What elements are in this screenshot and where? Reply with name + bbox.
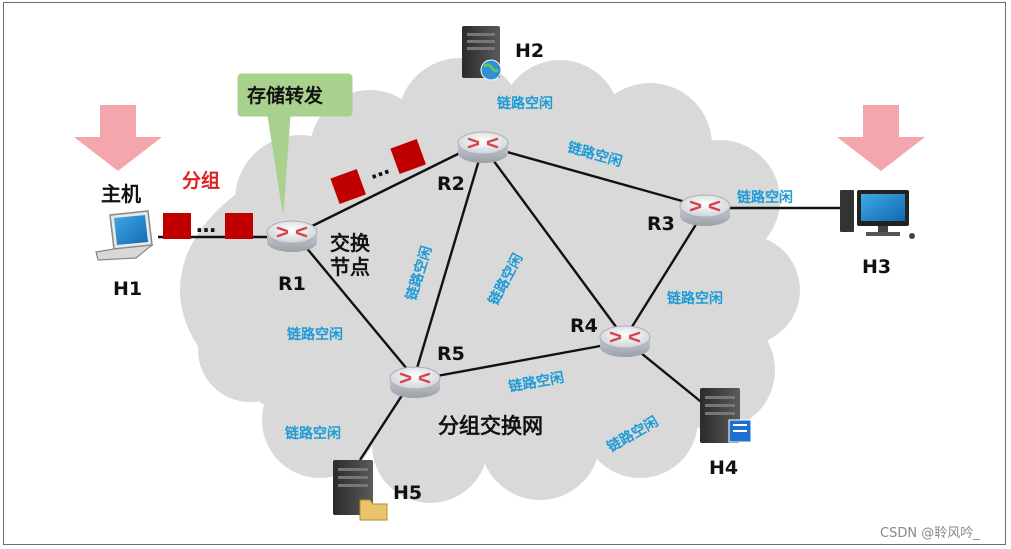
arrow-down-icon: [837, 105, 925, 171]
arrow-down-icon: [74, 105, 162, 171]
node-label-h5: H5: [393, 482, 422, 504]
link-r1-r5: [299, 239, 413, 376]
node-label-r1: R1: [278, 273, 306, 295]
link-r3-r4: [623, 209, 707, 339]
link-r1-r2: [299, 146, 471, 234]
web-server-icon: [462, 26, 502, 81]
diagram-border: [3, 2, 1006, 545]
store-forward-callout: [237, 73, 353, 213]
node-label-h3: H3: [862, 256, 891, 278]
link-idle-label: 链路空闲: [497, 95, 553, 112]
laptop-icon: [95, 210, 154, 261]
network-cloud: [180, 58, 800, 503]
link-idle-label: 链路空闲: [287, 326, 343, 343]
packet-label: 分组: [182, 169, 220, 192]
packet-icon: [330, 168, 366, 204]
packet-icon: [225, 213, 253, 239]
node-label-h2: H2: [515, 40, 544, 62]
router-r2-icon: [457, 131, 509, 163]
packet-icon: [390, 138, 426, 174]
file-server-icon: [700, 388, 752, 443]
link-idle-label: 链路空闲: [667, 290, 723, 307]
switch-node-label-2: 节点: [330, 255, 370, 279]
link-idle-label: 链路空闲: [285, 425, 341, 442]
router-r4-icon: [599, 325, 651, 357]
link-r2-r5: [413, 149, 484, 376]
router-r1-icon: [266, 220, 318, 252]
packets-h1: [163, 213, 253, 239]
desktop-computer-icon: [840, 190, 915, 239]
node-label-r5: R5: [437, 343, 465, 365]
packets-r2: [330, 138, 426, 204]
node-label-h1: H1: [113, 278, 142, 300]
link-r2-r3: [481, 143, 701, 208]
network-label: 分组交换网: [438, 414, 543, 438]
ellipsis-h1: …: [196, 213, 216, 237]
node-label-r4: R4: [570, 315, 598, 337]
router-r3-icon: [679, 194, 731, 226]
link-idle-label: 链路空闲: [737, 189, 793, 206]
host-label: 主机: [101, 182, 141, 206]
link-r5-r4: [414, 340, 623, 382]
link-r2-r4: [481, 144, 623, 336]
switch-node-label-1: 交换: [330, 231, 371, 255]
storage-server-icon: [333, 460, 388, 521]
store-forward-label: 存储转发: [247, 84, 324, 107]
packet-icon: [163, 213, 191, 239]
watermark: CSDN @聆风吟_: [880, 525, 980, 541]
node-label-h4: H4: [709, 457, 738, 479]
router-r5-icon: [389, 366, 441, 398]
node-label-r2: R2: [437, 173, 465, 195]
node-label-r3: R3: [647, 213, 675, 235]
